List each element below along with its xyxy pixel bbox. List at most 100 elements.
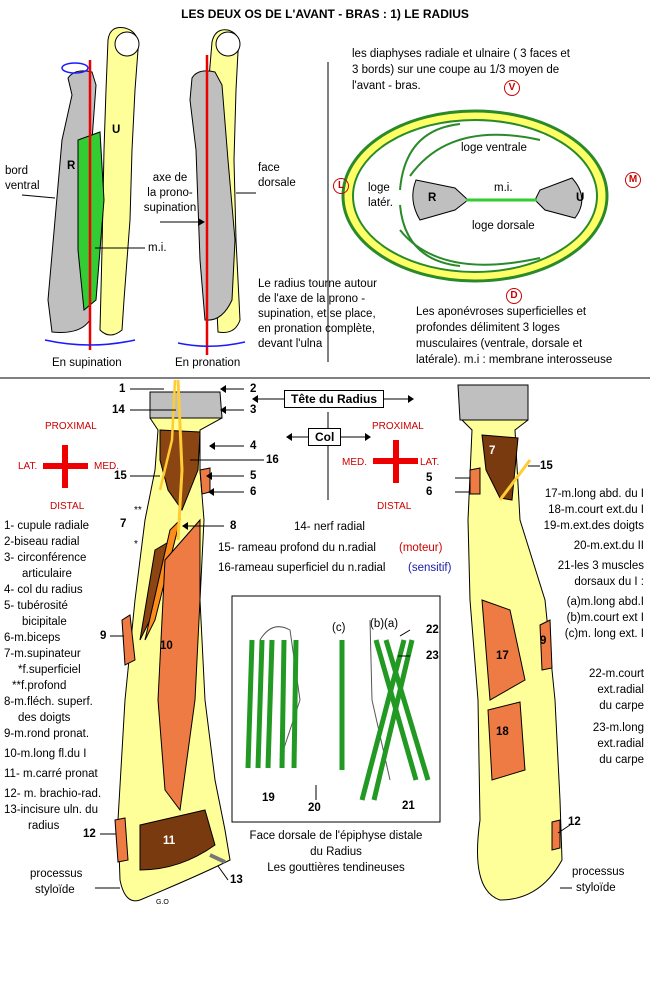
num-9-right: 9 xyxy=(540,635,547,647)
processus-left-1: processus xyxy=(30,868,83,880)
legend-left-item: bicipitale xyxy=(22,616,67,628)
section-u: U xyxy=(576,192,585,204)
legend-left-item: 1- cupule radiale xyxy=(4,520,90,532)
radius-text-5: devant l'ulna xyxy=(258,338,323,350)
num-17: 17 xyxy=(496,650,509,662)
num-3: 3 xyxy=(250,404,257,416)
num-16: 16 xyxy=(266,454,279,466)
legend-right-item: du carpe xyxy=(599,754,644,766)
tete-label: Tête du Radius xyxy=(284,390,385,408)
legend-right-item: 23-m.long xyxy=(592,722,644,734)
star-single: * xyxy=(134,539,138,550)
num-20: 20 xyxy=(308,802,321,814)
legend-16: 16-rameau superficiel du n.radial xyxy=(218,562,386,574)
legend-right-item: du carpe xyxy=(599,700,644,712)
radius-text-3: supination, et se place, xyxy=(258,308,376,320)
proximal-right: PROXIMAL xyxy=(372,421,424,432)
legend-right-item: dorsaux du I : xyxy=(574,576,644,588)
proximal-left: PROXIMAL xyxy=(45,421,97,432)
supination-label: En supination xyxy=(52,357,122,369)
legend-left-item: 12- m. brachio-rad. xyxy=(4,788,102,800)
legend-15: 15- rameau profond du n.radial xyxy=(218,542,376,554)
med-right: MED. xyxy=(342,457,367,468)
num-11: 11 xyxy=(163,835,176,847)
radius-text-2: de l'axe de la prono - xyxy=(258,293,366,305)
num-6-right: 6 xyxy=(426,486,433,498)
num-14: 14 xyxy=(112,404,125,416)
section-mi: m.i. xyxy=(494,182,513,194)
orientation-cross-right xyxy=(373,440,418,483)
star-double: ** xyxy=(134,505,142,516)
lat-left: LAT. xyxy=(18,461,38,472)
inset-caption-1: Face dorsale de l'épiphyse distale xyxy=(249,830,423,842)
legend-right-item: 17-m.long abd. du I xyxy=(544,488,644,500)
circle-v: V xyxy=(504,80,520,96)
legend-left-item: articulaire xyxy=(22,568,72,580)
processus-left-2: styloïde xyxy=(35,884,75,896)
legend-right-item: 22-m.court xyxy=(589,668,644,680)
legend-left-item: des doigts xyxy=(18,712,71,724)
tendon-a: (a) xyxy=(384,618,399,630)
num-19: 19 xyxy=(262,792,275,804)
legend-14: 14- nerf radial xyxy=(294,521,365,533)
num-15-left: 15 xyxy=(114,470,127,482)
med-left: MED. xyxy=(94,461,119,472)
legend-left-item: 4- col du radius xyxy=(4,584,83,596)
legend-left-item: radius xyxy=(28,820,60,832)
legend-right-item: (a)m.long abd.I xyxy=(566,596,644,608)
axe-2: la prono- xyxy=(147,187,193,199)
pronation-label: En pronation xyxy=(175,357,241,369)
legend-left-item: **f.profond xyxy=(12,680,67,692)
num-1: 1 xyxy=(119,383,126,395)
radius-text-1: Le radius tourne autour xyxy=(258,278,377,290)
legend-right-item: ext.radial xyxy=(597,684,644,696)
legend-right-item: 18-m.court ext.du I xyxy=(548,504,644,516)
orientation-cross-left xyxy=(43,445,88,488)
circle-d: D xyxy=(506,288,522,304)
page-title: LES DEUX OS DE L'AVANT - BRAS : 1) LE RA… xyxy=(181,7,469,21)
loge-lat-2: latér. xyxy=(368,197,393,209)
num-12-left: 12 xyxy=(83,828,96,840)
legend-left-item: 8-m.fléch. superf. xyxy=(4,696,93,708)
tendon-inset xyxy=(231,595,441,823)
legend-16-type: (sensitif) xyxy=(408,562,452,574)
axe-3: supination xyxy=(143,202,197,214)
num-12-right: 12 xyxy=(568,816,581,828)
legend-left-item: 10-m.long fl.du I xyxy=(4,748,87,760)
legend-right-item: 20-m.ext.du II xyxy=(573,540,644,552)
legend-right-item: (c)m. long ext. I xyxy=(564,628,644,640)
num-2: 2 xyxy=(250,383,257,395)
label-r: R xyxy=(67,160,76,172)
num-8: 8 xyxy=(230,520,237,532)
tendon-c: (c) xyxy=(332,622,346,634)
label-u: U xyxy=(112,124,121,136)
intro-2: 3 bords) sur une coupe au 1/3 moyen de xyxy=(352,64,560,76)
mi-label: m.i. xyxy=(148,242,167,254)
supination-bones xyxy=(44,27,140,350)
face-dorsale-2: dorsale xyxy=(258,177,296,189)
intro-3: l'avant - bras. xyxy=(352,80,421,92)
distal-left: DISTAL xyxy=(50,501,85,512)
num-4: 4 xyxy=(250,440,257,452)
legend-left-item: 6-m.biceps xyxy=(4,632,61,644)
processus-right-1: processus xyxy=(572,866,625,878)
axe-1: axe de xyxy=(152,172,188,184)
num-5: 5 xyxy=(250,470,257,482)
section-r: R xyxy=(428,192,437,204)
num-23: 23 xyxy=(426,650,439,662)
face-dorsale-1: face xyxy=(258,162,280,174)
legend-left-item: 13-incisure uln. du xyxy=(4,804,98,816)
note-1: Les aponévroses superficielles et xyxy=(416,306,587,318)
circle-m: M xyxy=(625,172,641,188)
num-7: 7 xyxy=(120,518,127,530)
legend-right-item: (b)m.court ext I xyxy=(566,612,644,624)
num-6: 6 xyxy=(250,486,257,498)
legend-left-item: 7-m.supinateur xyxy=(4,648,81,660)
legend-left-item: *f.superficiel xyxy=(18,664,81,676)
num-5-right: 5 xyxy=(426,472,433,484)
inset-caption-3: Les gouttières tendineuses xyxy=(267,862,405,874)
processus-right-2: styloïde xyxy=(576,882,616,894)
legend-left-item: 9-m.rond pronat. xyxy=(4,728,90,740)
distal-right: DISTAL xyxy=(377,501,412,512)
